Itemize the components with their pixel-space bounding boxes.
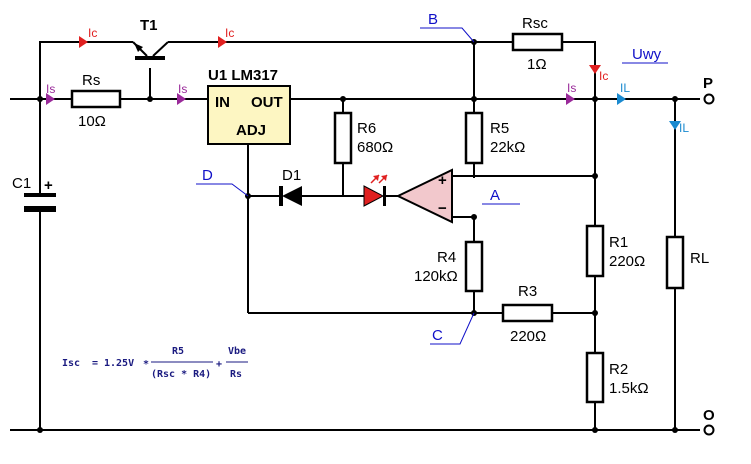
r6-value: 680Ω: [357, 139, 393, 156]
lm317-out-label: OUT: [251, 94, 283, 111]
il-arrow-2: [669, 121, 681, 130]
c1-label: C1: [12, 175, 31, 192]
rsc-label: Rsc: [522, 15, 548, 32]
ic-arrow-3: [589, 65, 601, 74]
formula-times: *: [143, 359, 149, 370]
rl-label: RL: [690, 250, 709, 267]
transistor-t1: [132, 41, 169, 60]
resistor-r3: [501, 303, 554, 323]
formula-num2: Vbe: [228, 346, 246, 357]
il-label-2: IL: [679, 121, 689, 135]
node-c-label: C: [432, 327, 443, 344]
r4-label: R4: [437, 249, 456, 266]
node-uwy-label: Uwy: [632, 46, 662, 63]
r5-value: 22kΩ: [490, 139, 525, 156]
resistor-rl: [665, 235, 685, 290]
r3-value: 220Ω: [510, 328, 546, 345]
ic-label-2: Ic: [225, 26, 234, 40]
resistor-rs: [70, 89, 122, 109]
node-b-label: B: [428, 11, 438, 28]
r4-value: 120kΩ: [414, 268, 458, 285]
node-d-label: D: [202, 167, 213, 184]
rs-value: 10Ω: [78, 113, 106, 130]
is-label-1: Is: [46, 82, 55, 96]
terminal-o: [703, 424, 715, 436]
t1-label: T1: [140, 17, 158, 34]
d1-label: D1: [282, 167, 301, 184]
r1-value: 220Ω: [609, 253, 645, 270]
is-arrow-3: [566, 93, 575, 105]
capacitor-c1: [24, 193, 56, 212]
is-arrow-2: [177, 93, 186, 105]
r2-value: 1.5kΩ: [609, 380, 649, 397]
formula: Isc = 1.25V * R5 (Rsc * R4) + Vbe Rs: [62, 346, 248, 380]
ic-label-3: Ic: [599, 69, 608, 83]
node-a-label: A: [490, 187, 500, 204]
terminal-p: [703, 93, 715, 105]
current-arrows: [46, 36, 681, 130]
opamp-plus: +: [438, 172, 447, 189]
opamp: [395, 168, 453, 224]
lm317-in-label: IN: [215, 94, 230, 111]
r3-label: R3: [518, 283, 537, 300]
resistor-rsc: [511, 32, 564, 52]
resistor-r1: [585, 224, 605, 278]
formula-den2: Rs: [230, 369, 242, 380]
r5-label: R5: [490, 120, 509, 137]
u1-label: U1 LM317: [208, 67, 278, 84]
is-label-3: Is: [567, 81, 576, 95]
formula-den1: (Rsc * R4): [151, 369, 211, 380]
r1-label: R1: [609, 234, 628, 251]
rs-label: Rs: [82, 72, 100, 89]
il-label-1: IL: [620, 81, 630, 95]
node-p-label: P: [703, 75, 713, 92]
resistor-r2: [585, 351, 605, 404]
formula-eq: =: [92, 358, 98, 369]
opamp-minus: −: [438, 200, 447, 217]
lm317-adj-label: ADJ: [236, 122, 266, 139]
node-leaders: [196, 27, 668, 345]
formula-num1: R5: [172, 346, 184, 357]
is-label-2: Is: [178, 82, 187, 96]
ic-label-1: Ic: [88, 26, 97, 40]
ic-arrow-2: [218, 36, 227, 48]
rsc-value: 1Ω: [527, 56, 547, 73]
resistor-r6: [333, 111, 353, 165]
c1-plus: +: [44, 177, 53, 194]
ic-arrow-1: [79, 36, 88, 48]
is-arrow-1: [46, 93, 55, 105]
regulator-lm317: [207, 85, 291, 145]
resistor-r5: [464, 111, 484, 165]
diode-d1: [279, 186, 302, 206]
led: [363, 174, 388, 207]
formula-const: 1.25V: [104, 358, 134, 369]
node-o-label: O: [703, 407, 715, 424]
formula-plus: +: [216, 359, 222, 370]
r2-label: R2: [609, 361, 628, 378]
r6-label: R6: [357, 120, 376, 137]
resistor-r4: [464, 240, 484, 293]
formula-lhs: Isc: [62, 358, 80, 369]
il-arrow-1: [617, 93, 626, 105]
